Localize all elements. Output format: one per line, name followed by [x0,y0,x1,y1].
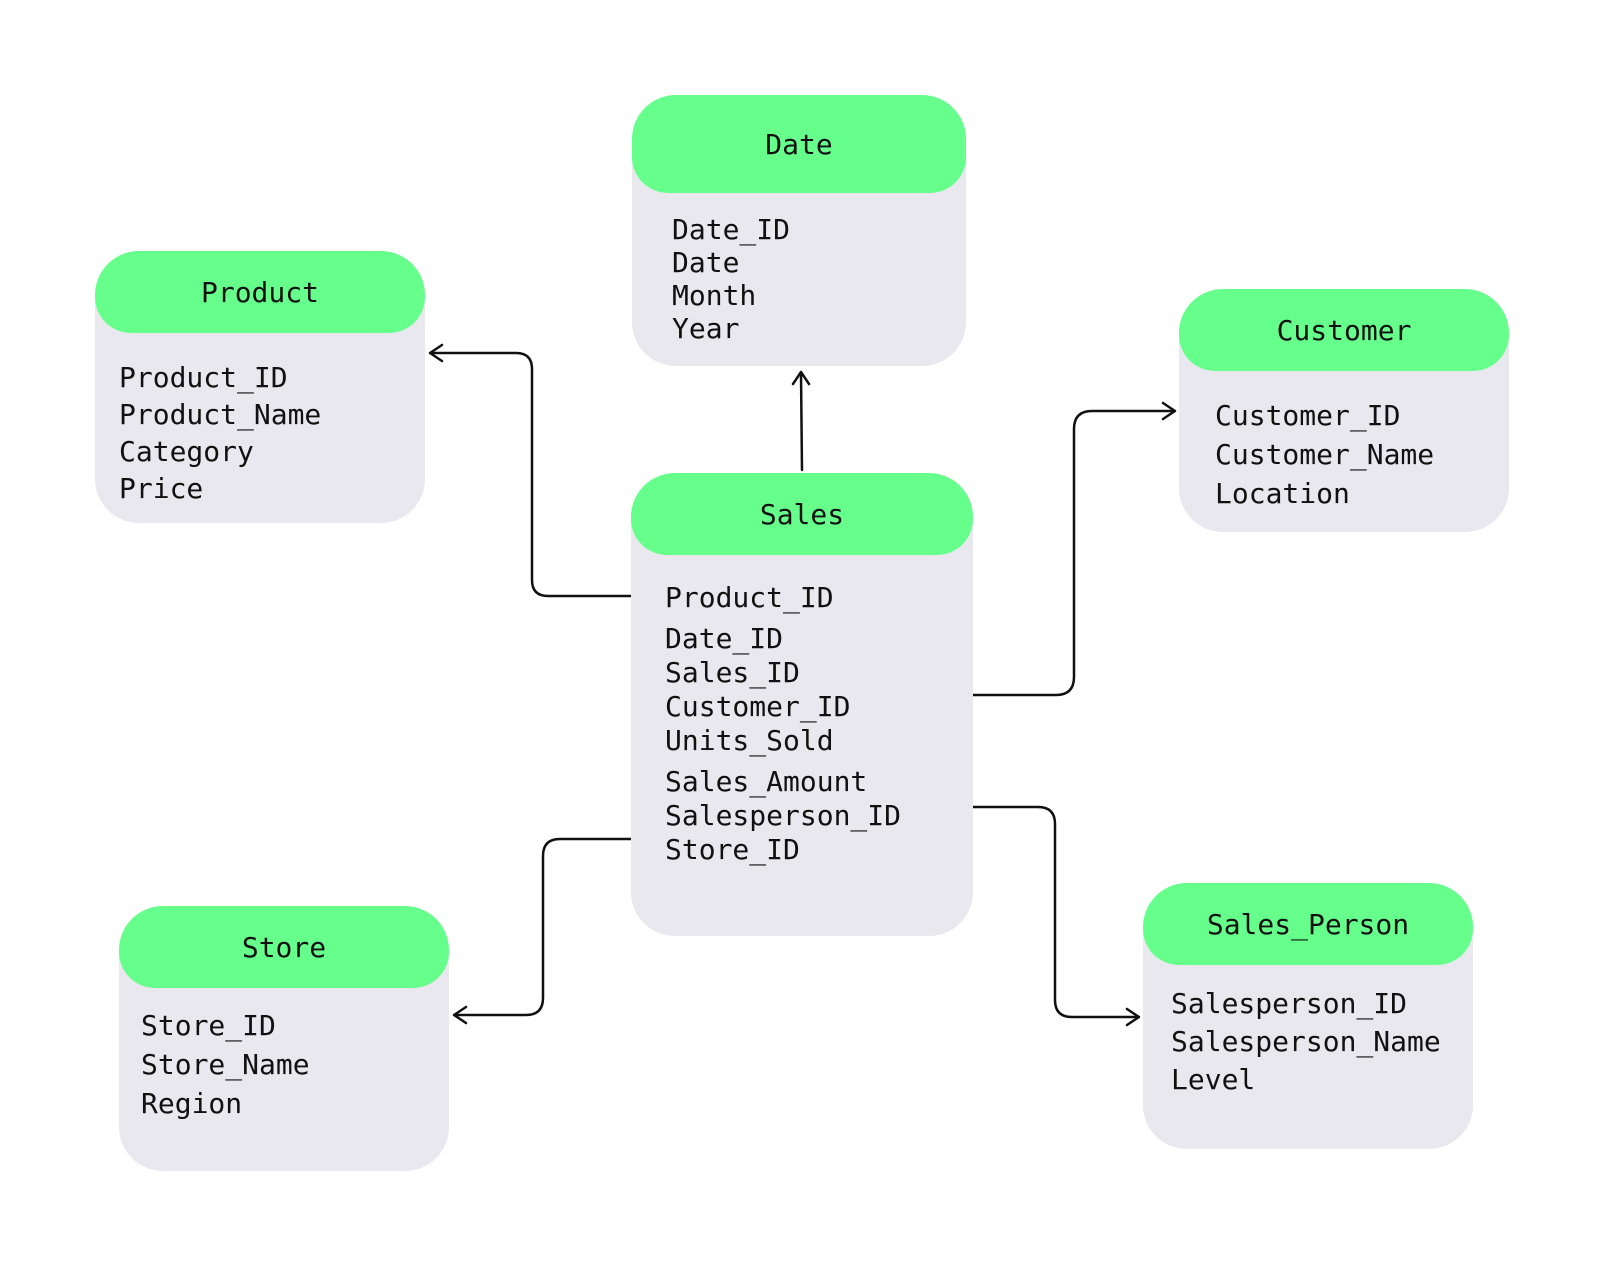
table-sales-person-fields: Salesperson_ID Salesperson_Name Level [1143,965,1473,1099]
table-product: Product Product_ID Product_Name Category… [95,251,425,523]
field-region: Region [141,1087,243,1120]
field-sales-salesperson-id: Salesperson_ID [665,799,902,832]
table-sales-person: Sales_Person Salesperson_ID Salesperson_… [1143,883,1473,1149]
field-location: Location [1215,477,1350,510]
table-sales-title: Sales [631,473,973,555]
connector-sales-customer [970,409,1175,697]
field-sales-amount: Sales_Amount [665,765,868,798]
field-store-id: Store_ID [141,1009,276,1042]
connector-sales-product [430,351,634,598]
field-units-sold: Units_Sold [665,724,834,757]
table-product-fields: Product_ID Product_Name Category Price [95,333,425,507]
connector-sales-salesperson [970,805,1139,1019]
table-customer: Customer Customer_ID Customer_Name Locat… [1179,289,1509,532]
table-customer-fields: Customer_ID Customer_Name Location [1179,371,1509,513]
arrowhead-date-icon [791,370,811,386]
field-price: Price [119,472,204,505]
field-sales-customer-id: Customer_ID [665,690,851,723]
arrowhead-customer-icon [1161,401,1177,421]
field-product-id: Product_ID [119,361,288,394]
field-salesperson-name: Salesperson_Name [1171,1025,1441,1058]
field-category: Category [119,435,254,468]
arrowhead-product-icon [428,343,444,363]
table-store-fields: Store_ID Store_Name Region [119,988,449,1123]
table-product-title: Product [95,251,425,333]
field-store-name: Store_Name [141,1048,310,1081]
field-date: Date [672,246,740,279]
field-level: Level [1171,1063,1256,1096]
table-sales-person-title: Sales_Person [1143,883,1473,965]
table-store-title: Store [119,906,449,988]
connector-sales-store [454,837,634,1017]
field-month: Month [672,279,757,312]
field-sales-id: Sales_ID [665,656,800,689]
table-sales: Sales Product_ID Date_ID Sales_ID Custom… [631,473,973,936]
field-salesperson-id: Salesperson_ID [1171,987,1408,1020]
table-store: Store Store_ID Store_Name Region [119,906,449,1171]
table-sales-fields: Product_ID Date_ID Sales_ID Customer_ID … [631,555,973,867]
table-date-title: Date [632,95,966,193]
field-customer-id: Customer_ID [1215,399,1401,432]
arrowhead-salesperson-icon [1125,1007,1141,1027]
table-date-fields: Date_ID Date Month Year [632,193,966,345]
field-year: Year [672,312,740,345]
field-product-name: Product_Name [119,398,322,431]
field-sales-date-id: Date_ID [665,622,784,655]
field-sales-store-id: Store_ID [665,833,800,866]
arrowhead-store-icon [452,1005,468,1025]
field-sales-product-id: Product_ID [665,581,834,614]
connector-sales-date [799,372,804,472]
field-date-id: Date_ID [672,213,791,246]
table-customer-title: Customer [1179,289,1509,371]
table-date: Date Date_ID Date Month Year [632,95,966,366]
field-customer-name: Customer_Name [1215,438,1435,471]
